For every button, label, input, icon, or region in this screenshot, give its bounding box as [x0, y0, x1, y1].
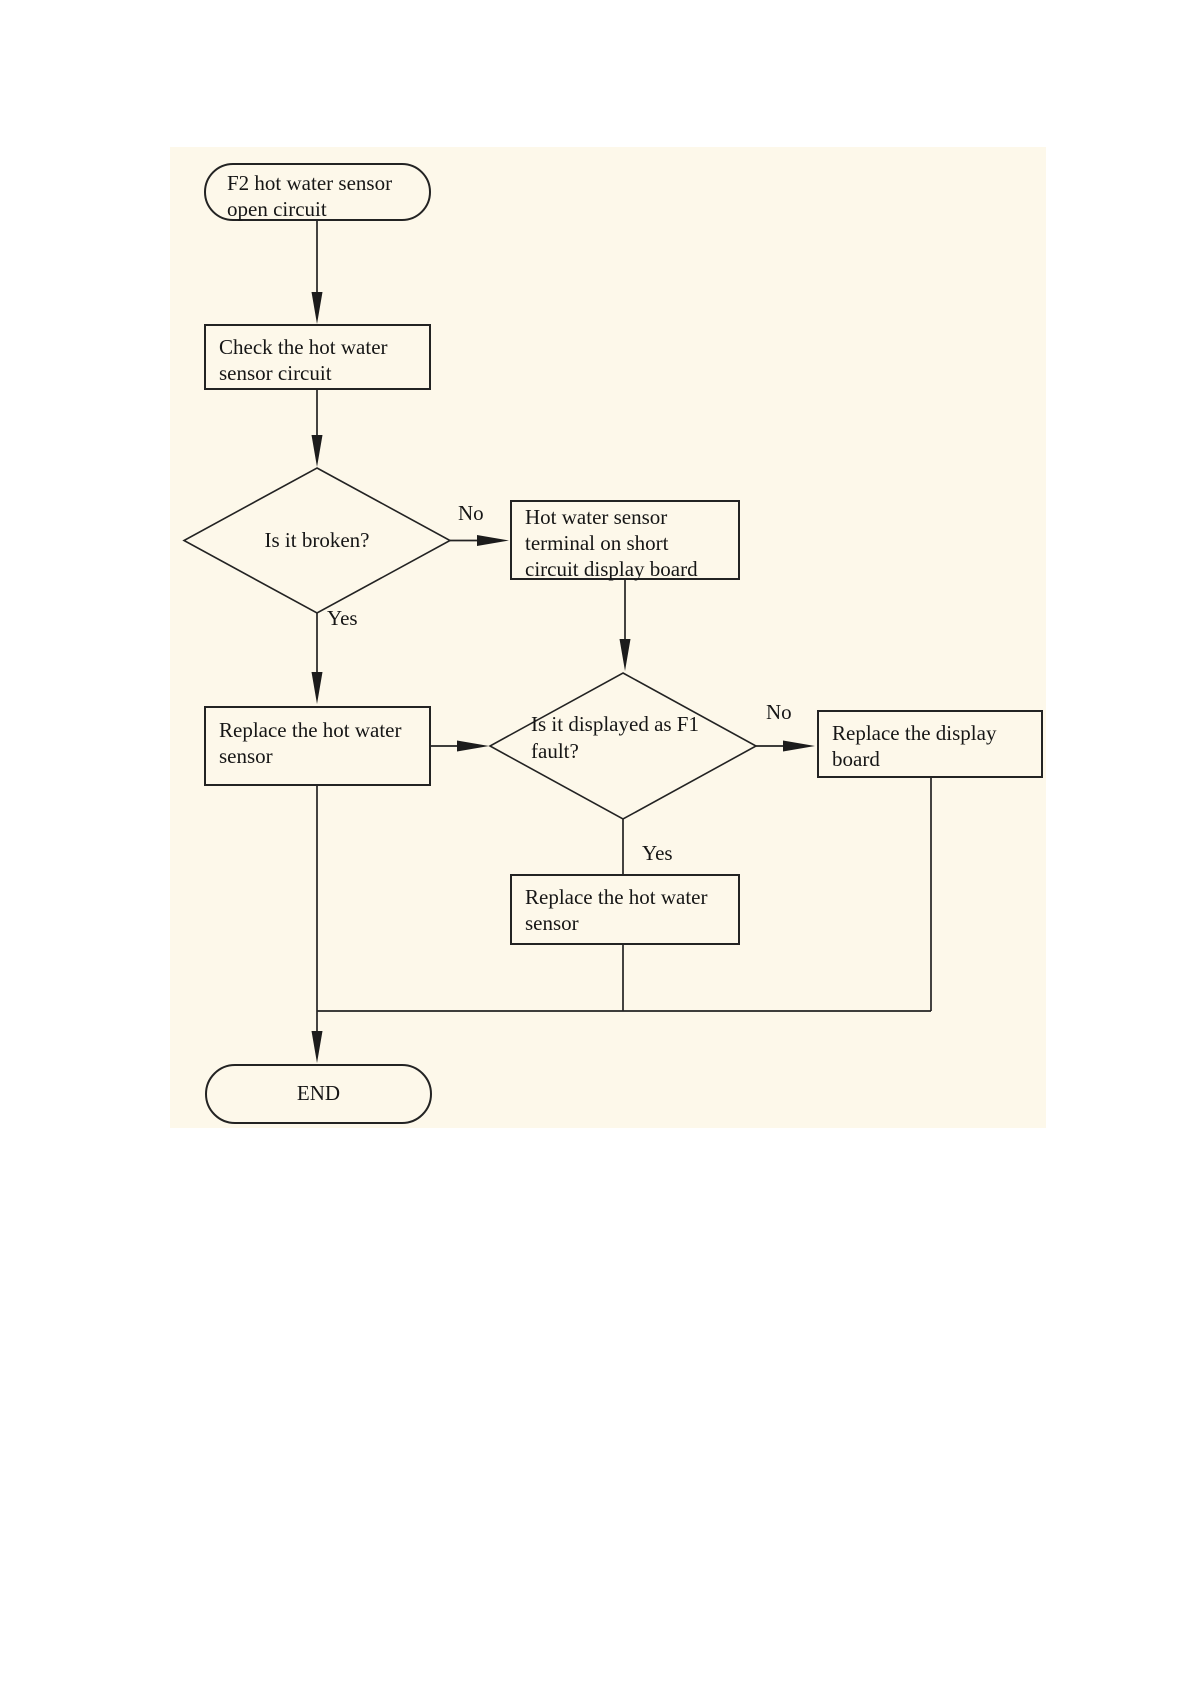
node-short-circuit-display-board: Hot water sensor terminal on short circu…	[510, 500, 740, 581]
node-start-terminator: F2 hot water sensor open circuit	[204, 163, 431, 221]
arrowhead-down-icon	[619, 639, 631, 671]
branch-label-is-broken-no: No	[458, 501, 484, 525]
branch-label-is-broken-yes: Yes	[327, 606, 358, 630]
arrowhead-down-icon	[311, 435, 323, 467]
node-end-terminator: END	[205, 1064, 432, 1124]
branch-label-is-f1-yes: Yes	[642, 841, 673, 865]
arrowhead-right-icon	[457, 740, 489, 752]
arrowhead-down-icon	[311, 672, 323, 704]
arrowhead-right-icon	[477, 535, 509, 546]
arrowhead-down-icon	[311, 1031, 323, 1063]
node-check-sensor-circuit: Check the hot water sensor circuit	[204, 324, 431, 390]
node-replace-display-board: Replace the display board	[817, 710, 1043, 778]
arrowhead-right-icon	[783, 740, 815, 752]
diamond-is-broken-label: Is it broken?	[264, 528, 370, 552]
diamond-is-f1-fault-label: Is it displayed as F1 fault?	[531, 712, 699, 763]
arrowhead-down-icon	[311, 292, 323, 324]
node-replace-hot-water-sensor-left: Replace the hot water sensor	[204, 706, 431, 786]
node-replace-hot-water-sensor-bottom: Replace the hot water sensor	[510, 874, 740, 945]
branch-label-is-f1-no: No	[766, 700, 792, 724]
